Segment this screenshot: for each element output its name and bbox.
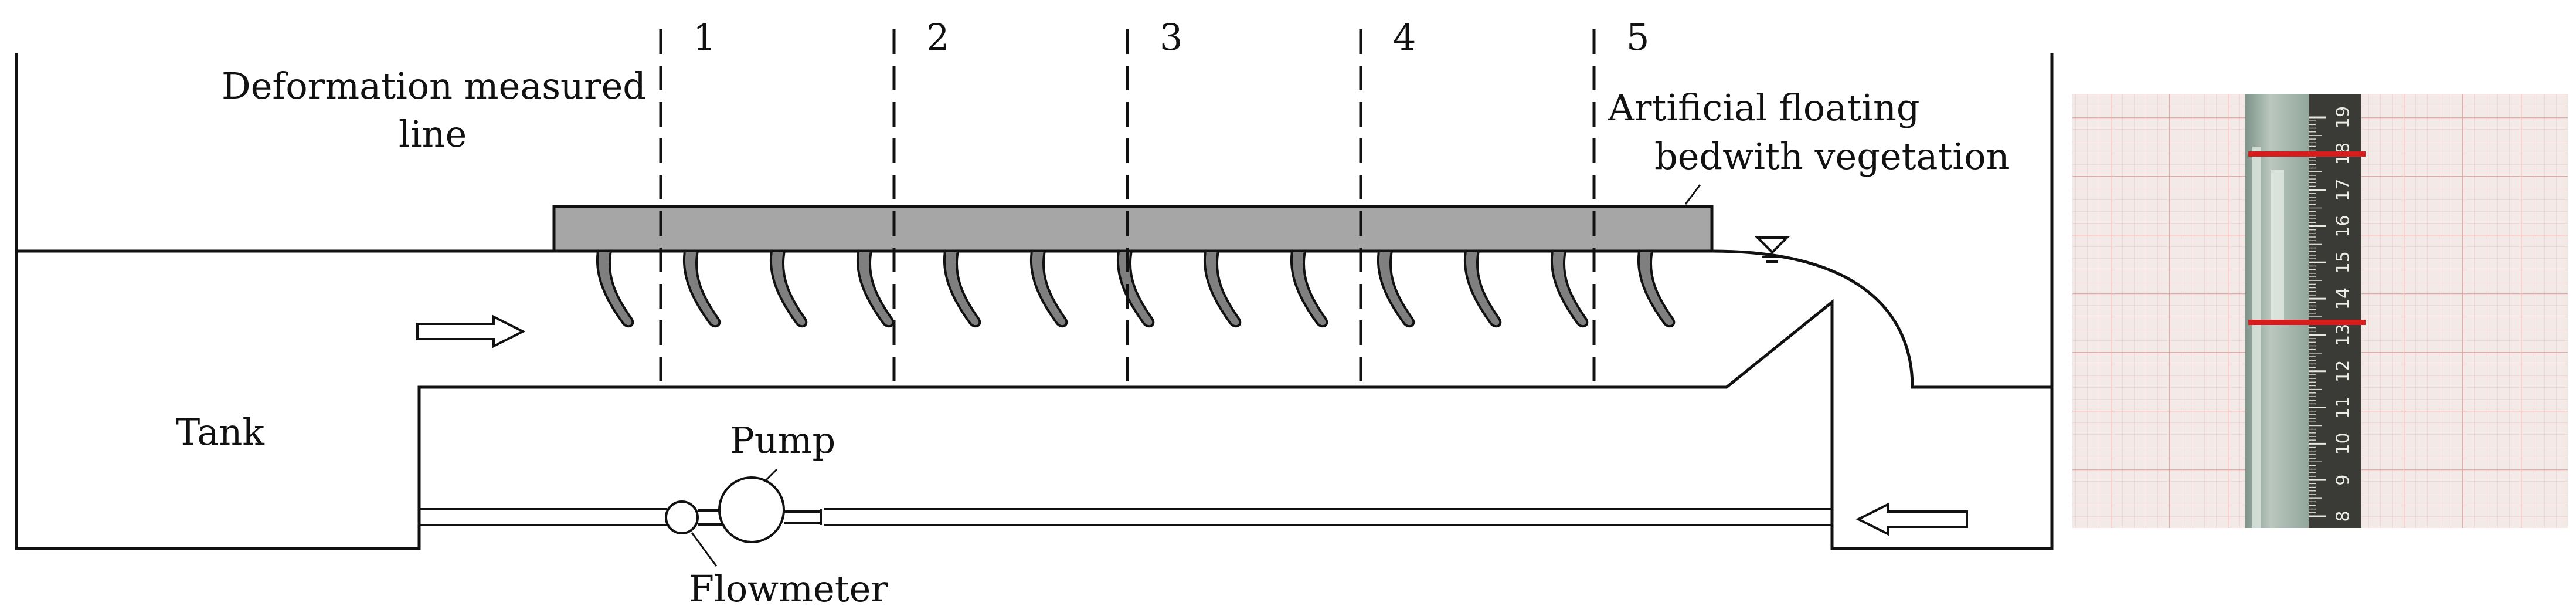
outlet-curve — [1711, 249, 2052, 389]
deformation-measured-lines: 1 2 3 4 5 — [659, 16, 1649, 387]
ruler-tick-label: 17 — [2333, 179, 2354, 201]
ruler-ticks: 8910111213141516171819 — [2309, 106, 2354, 522]
pump-symbol — [718, 476, 785, 543]
ruler-tick-label: 14 — [2333, 287, 2354, 310]
vegetation-root-6 — [1030, 250, 1068, 328]
flowmeter-label: Flowmeter — [689, 567, 888, 610]
vegetation-root-5 — [943, 250, 981, 328]
ruler-tick-label: 13 — [2333, 324, 2354, 346]
ruler-tick-label: 12 — [2333, 360, 2354, 383]
flow-arrow-icon — [416, 314, 1968, 536]
measured-line-number-4: 4 — [1393, 16, 1416, 59]
flowmeter-symbol — [665, 500, 699, 534]
floating-bed — [552, 205, 1714, 253]
vegetation-roots — [596, 250, 1676, 328]
tank-outline — [15, 53, 2054, 550]
vegetation-root-4 — [857, 250, 895, 328]
ruler-tick-label: 16 — [2333, 215, 2354, 237]
vegetation-root-13 — [1637, 250, 1676, 328]
vegetation-root-12 — [1551, 250, 1589, 328]
vegetation-root-2 — [683, 250, 721, 328]
leader-lines — [691, 184, 1701, 567]
tank-label: Tank — [176, 411, 264, 453]
water-surface-symbol-icon — [1755, 236, 1790, 263]
floating-bed-label-2: bedwith vegetation — [1654, 135, 2010, 178]
measured-line-number-2: 2 — [926, 16, 949, 59]
vegetation-root-8 — [1204, 250, 1242, 328]
measured-line-number-3: 3 — [1160, 16, 1182, 59]
measured-line-number-5: 5 — [1626, 16, 1649, 59]
vegetation-root-11 — [1464, 250, 1502, 328]
vegetation-root-10 — [1377, 250, 1415, 328]
upper-red-marker — [2248, 151, 2366, 157]
flume-outline — [15, 53, 2054, 550]
ruler-tick-label: 8 — [2333, 510, 2354, 522]
ruler-tick-label: 11 — [2333, 396, 2354, 418]
return-pipe — [419, 476, 1832, 543]
vegetation-root-1 — [596, 250, 634, 328]
pump-label: Pump — [730, 419, 835, 462]
photo-inset: 8910111213141516171819 — [2072, 94, 2568, 528]
ruler-tick-label: 15 — [2333, 251, 2354, 273]
lower-red-marker — [2248, 320, 2366, 325]
vegetation-root-3 — [770, 250, 808, 328]
ruler — [2309, 94, 2361, 528]
floating-bed-assembly — [552, 205, 1714, 328]
floating-bed-label-1: Artificial floating — [1608, 86, 1920, 129]
vegetation-root-9 — [1290, 250, 1328, 328]
measured-line-number-1: 1 — [693, 16, 716, 59]
vegetation-root-7 — [1117, 250, 1155, 328]
deformation-line-label-2: line — [399, 113, 467, 155]
deformation-line-label-1: Deformation measured — [222, 65, 646, 107]
ruler-tick-label: 10 — [2333, 432, 2354, 455]
ruler-tick-label: 9 — [2333, 475, 2354, 486]
ruler-tick-label: 19 — [2333, 106, 2354, 128]
